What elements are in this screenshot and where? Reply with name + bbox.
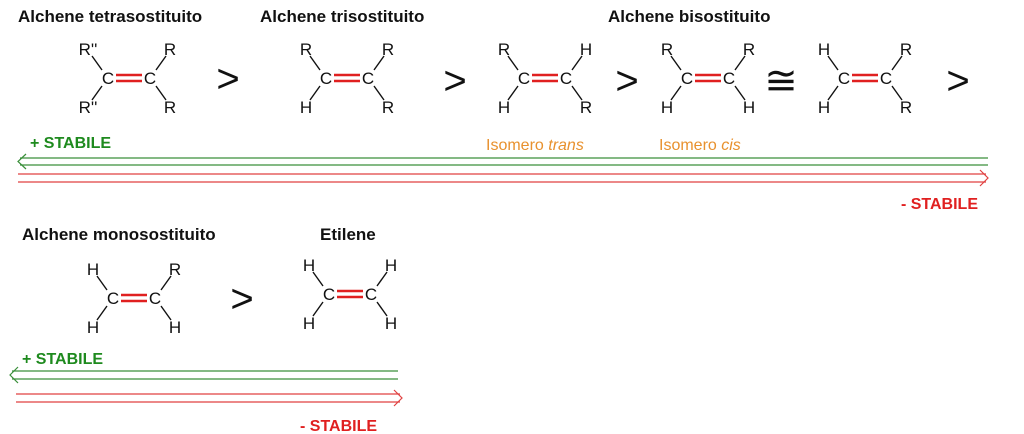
single-bond-line [96, 305, 108, 321]
substituent-top-right: R [169, 260, 181, 279]
single-bond-line [734, 85, 746, 101]
carbon-atom: C [144, 69, 156, 88]
substituent-top-right: H [580, 40, 592, 59]
single-bond-line [160, 305, 172, 321]
less-stable-label-2: - STABILE [300, 418, 377, 434]
single-bond-line [670, 85, 682, 101]
carbon-atom: C [320, 69, 332, 88]
substituent-bottom-right: R [382, 98, 394, 117]
isomer-cis-label: Isomero cis [659, 137, 741, 154]
substituent-bottom-right: H [169, 318, 181, 337]
single-bond-line [670, 55, 682, 71]
less-stable-label-1: - STABILE [901, 196, 978, 213]
single-bond-line [571, 55, 583, 71]
approx-equal-sign: ≅ [764, 59, 798, 103]
greater-than-sign: > [216, 57, 239, 101]
carbon-atom: C [560, 69, 572, 88]
substituent-top-right: R [164, 40, 176, 59]
title-etilene: Etilene [320, 225, 376, 244]
substituent-top-left: R [661, 40, 673, 59]
substituent-bottom-right: R [164, 98, 176, 117]
single-bond-line [309, 85, 321, 101]
single-bond-line [155, 85, 167, 101]
substituent-top-left: H [303, 256, 315, 275]
carbon-atom: C [880, 69, 892, 88]
single-bond-line [507, 85, 519, 101]
title-mono: Alchene monosostituito [22, 225, 216, 244]
carbon-atom: C [149, 289, 161, 308]
greater-than-sign: > [615, 59, 638, 103]
carbon-atom: C [838, 69, 850, 88]
single-bond-line [734, 55, 746, 71]
substituent-bottom-right: R [900, 98, 912, 117]
title-tri: Alchene trisostituito [260, 7, 424, 26]
substituent-bottom-right: H [743, 98, 755, 117]
title-bis: Alchene bisostituito [608, 7, 770, 26]
substituent-top-right: R [900, 40, 912, 59]
substituent-top-left: R [498, 40, 510, 59]
single-bond-line [160, 275, 172, 291]
substituent-top-right: R [382, 40, 394, 59]
less-stable-arrow-1 [18, 169, 989, 187]
single-bond-line [96, 275, 108, 291]
single-bond-line [312, 271, 324, 287]
title-tetra: Alchene tetrasostituito [18, 7, 202, 26]
single-bond-line [827, 55, 839, 71]
substituent-bottom-left: H [661, 98, 673, 117]
greater-than-sign: > [230, 277, 253, 321]
substituent-bottom-right: H [385, 314, 397, 333]
single-bond-line [373, 85, 385, 101]
single-bond-line [309, 55, 321, 71]
single-bond-line [571, 85, 583, 101]
carbon-atom: C [102, 69, 114, 88]
substituent-top-left: R'' [79, 40, 98, 59]
more-stable-label-2: + STABILE [22, 351, 103, 368]
substituent-bottom-left: H [300, 98, 312, 117]
carbon-atom: C [681, 69, 693, 88]
carbon-atom: C [362, 69, 374, 88]
more-stable-label-1: + STABILE [30, 135, 111, 152]
greater-than-sign: > [946, 59, 969, 103]
more-stable-arrow-1 [17, 153, 988, 170]
substituent-bottom-right: R [580, 98, 592, 117]
carbon-atom: C [107, 289, 119, 308]
substituent-bottom-left: R'' [79, 98, 98, 117]
single-bond-line [373, 55, 385, 71]
single-bond-line [891, 55, 903, 71]
single-bond-line [91, 55, 103, 71]
more-stable-arrow-2 [9, 366, 398, 384]
substituent-bottom-left: H [818, 98, 830, 117]
substituent-top-left: R [300, 40, 312, 59]
isomer-trans-label: Isomero trans [486, 137, 584, 154]
carbon-atom: C [518, 69, 530, 88]
substituent-bottom-left: H [303, 314, 315, 333]
substituent-top-left: H [818, 40, 830, 59]
carbon-atom: C [365, 285, 377, 304]
single-bond-line [91, 85, 103, 101]
less-stable-arrow-2 [16, 389, 403, 407]
substituent-bottom-left: H [498, 98, 510, 117]
single-bond-line [827, 85, 839, 101]
single-bond-line [891, 85, 903, 101]
substituent-bottom-left: H [87, 318, 99, 337]
substituent-top-right: R [743, 40, 755, 59]
single-bond-line [312, 301, 324, 317]
single-bond-line [155, 55, 167, 71]
carbon-atom: C [323, 285, 335, 304]
carbon-atom: C [723, 69, 735, 88]
single-bond-line [376, 301, 388, 317]
greater-than-sign: > [443, 59, 466, 103]
substituent-top-right: H [385, 256, 397, 275]
substituent-top-left: H [87, 260, 99, 279]
single-bond-line [507, 55, 519, 71]
single-bond-line [376, 271, 388, 287]
